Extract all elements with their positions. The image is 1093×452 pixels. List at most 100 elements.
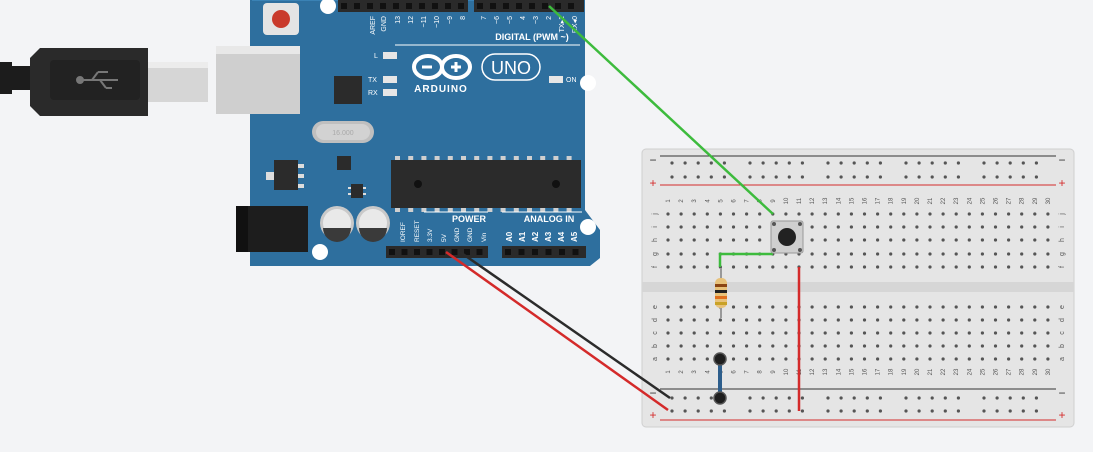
breadboard-hole[interactable] xyxy=(784,212,788,216)
breadboard-hole[interactable] xyxy=(993,357,998,361)
breadboard-hole[interactable] xyxy=(915,252,919,256)
header-hole[interactable] xyxy=(572,249,579,255)
breadboard-hole[interactable] xyxy=(705,212,709,216)
breadboard-hole[interactable] xyxy=(810,331,814,335)
breadboard-hole[interactable] xyxy=(954,238,958,242)
breadboard-hole[interactable] xyxy=(823,252,827,256)
rail-hole[interactable] xyxy=(787,175,791,179)
breadboard-hole[interactable] xyxy=(1033,265,1037,269)
breadboard-hole[interactable] xyxy=(928,344,932,348)
rail-hole[interactable] xyxy=(683,396,687,400)
breadboard-hole[interactable] xyxy=(928,265,932,269)
breadboard-hole[interactable] xyxy=(1020,265,1024,269)
rail-hole[interactable] xyxy=(761,396,765,400)
rail-hole[interactable] xyxy=(995,175,999,179)
breadboard-hole[interactable] xyxy=(705,344,709,348)
breadboard-hole[interactable] xyxy=(705,357,709,361)
rail-hole[interactable] xyxy=(1034,409,1038,413)
breadboard-hole[interactable] xyxy=(941,252,945,256)
breadboard-hole[interactable] xyxy=(810,252,814,256)
rail-hole[interactable] xyxy=(943,175,947,179)
green-wire-pin2[interactable] xyxy=(548,5,774,215)
rail-hole[interactable] xyxy=(917,161,921,165)
rail-hole[interactable] xyxy=(722,161,727,165)
breadboard-hole[interactable] xyxy=(784,305,788,309)
breadboard-hole[interactable] xyxy=(666,225,670,229)
breadboard-hole[interactable] xyxy=(954,212,958,216)
breadboard-hole[interactable] xyxy=(758,357,762,361)
breadboard-hole[interactable] xyxy=(745,331,749,335)
breadboard-hole[interactable] xyxy=(1007,225,1011,229)
breadboard-hole[interactable] xyxy=(692,212,696,216)
breadboard-hole[interactable] xyxy=(915,357,919,361)
breadboard-hole[interactable] xyxy=(993,331,998,335)
rail-hole[interactable] xyxy=(1034,161,1038,165)
breadboard-hole[interactable] xyxy=(941,318,945,322)
breadboard-hole[interactable] xyxy=(823,225,827,229)
breadboard-hole[interactable] xyxy=(876,238,880,242)
breadboard-hole[interactable] xyxy=(810,212,814,216)
breadboard-hole[interactable] xyxy=(928,357,932,361)
breadboard-hole[interactable] xyxy=(718,344,723,348)
breadboard-hole[interactable] xyxy=(849,238,854,242)
rail-hole[interactable] xyxy=(956,396,961,400)
breadboard-hole[interactable] xyxy=(823,331,827,335)
breadboard-hole[interactable] xyxy=(954,252,958,256)
header-hole[interactable] xyxy=(518,249,525,255)
breadboard-hole[interactable] xyxy=(954,225,958,229)
rail-hole[interactable] xyxy=(943,396,947,400)
rail-hole[interactable] xyxy=(930,161,934,165)
rail-hole[interactable] xyxy=(761,161,765,165)
rail-hole[interactable] xyxy=(956,409,961,413)
breadboard-hole[interactable] xyxy=(718,331,723,335)
rail-hole[interactable] xyxy=(1021,409,1025,413)
breadboard-hole[interactable] xyxy=(954,357,958,361)
breadboard-hole[interactable] xyxy=(771,357,775,361)
wire-endpoint[interactable] xyxy=(713,391,727,405)
breadboard-hole[interactable] xyxy=(1007,265,1011,269)
breadboard-hole[interactable] xyxy=(784,265,788,269)
breadboard-hole[interactable] xyxy=(902,252,906,256)
breadboard-hole[interactable] xyxy=(758,212,762,216)
rail-hole[interactable] xyxy=(774,175,778,179)
breadboard-hole[interactable] xyxy=(679,252,683,256)
breadboard-hole[interactable] xyxy=(666,305,670,309)
breadboard-hole[interactable] xyxy=(967,238,971,242)
breadboard-hole[interactable] xyxy=(666,331,670,335)
breadboard-hole[interactable] xyxy=(1046,305,1050,309)
header-hole[interactable] xyxy=(568,3,574,9)
header-hole[interactable] xyxy=(503,3,509,9)
rail-hole[interactable] xyxy=(722,409,727,413)
breadboard-hole[interactable] xyxy=(902,225,906,229)
wires[interactable] xyxy=(445,5,801,412)
breadboard-hole[interactable] xyxy=(836,225,840,229)
rail-hole[interactable] xyxy=(826,175,830,179)
header-hole[interactable] xyxy=(559,249,565,255)
breadboard-hole[interactable] xyxy=(692,331,696,335)
breadboard-hole[interactable] xyxy=(692,318,696,322)
breadboard-hole[interactable] xyxy=(1033,357,1037,361)
breadboard-hole[interactable] xyxy=(915,212,919,216)
rail-hole[interactable] xyxy=(982,175,986,179)
breadboard-hole[interactable] xyxy=(745,225,749,229)
breadboard-hole[interactable] xyxy=(889,212,893,216)
red-wire-5v[interactable] xyxy=(445,250,669,412)
breadboard[interactable]: − − + + − − + + 112233445566778899101011… xyxy=(641,148,1075,428)
breadboard-hole[interactable] xyxy=(1046,265,1050,269)
breadboard-hole[interactable] xyxy=(771,331,775,335)
breadboard-hole[interactable] xyxy=(1046,225,1050,229)
rail-hole[interactable] xyxy=(748,161,752,165)
breadboard-hole[interactable] xyxy=(967,265,971,269)
rail-hole[interactable] xyxy=(748,409,752,413)
breadboard-hole[interactable] xyxy=(954,344,958,348)
breadboard-hole[interactable] xyxy=(1020,357,1024,361)
rail-hole[interactable] xyxy=(956,161,961,165)
breadboard-hole[interactable] xyxy=(666,318,670,322)
rail-hole[interactable] xyxy=(904,396,908,400)
breadboard-hole[interactable] xyxy=(941,212,945,216)
breadboard-hole[interactable] xyxy=(758,305,762,309)
rail-hole[interactable] xyxy=(774,409,778,413)
breadboard-hole[interactable] xyxy=(810,305,814,309)
rail-hole[interactable] xyxy=(800,161,805,165)
breadboard-hole[interactable] xyxy=(980,265,985,269)
